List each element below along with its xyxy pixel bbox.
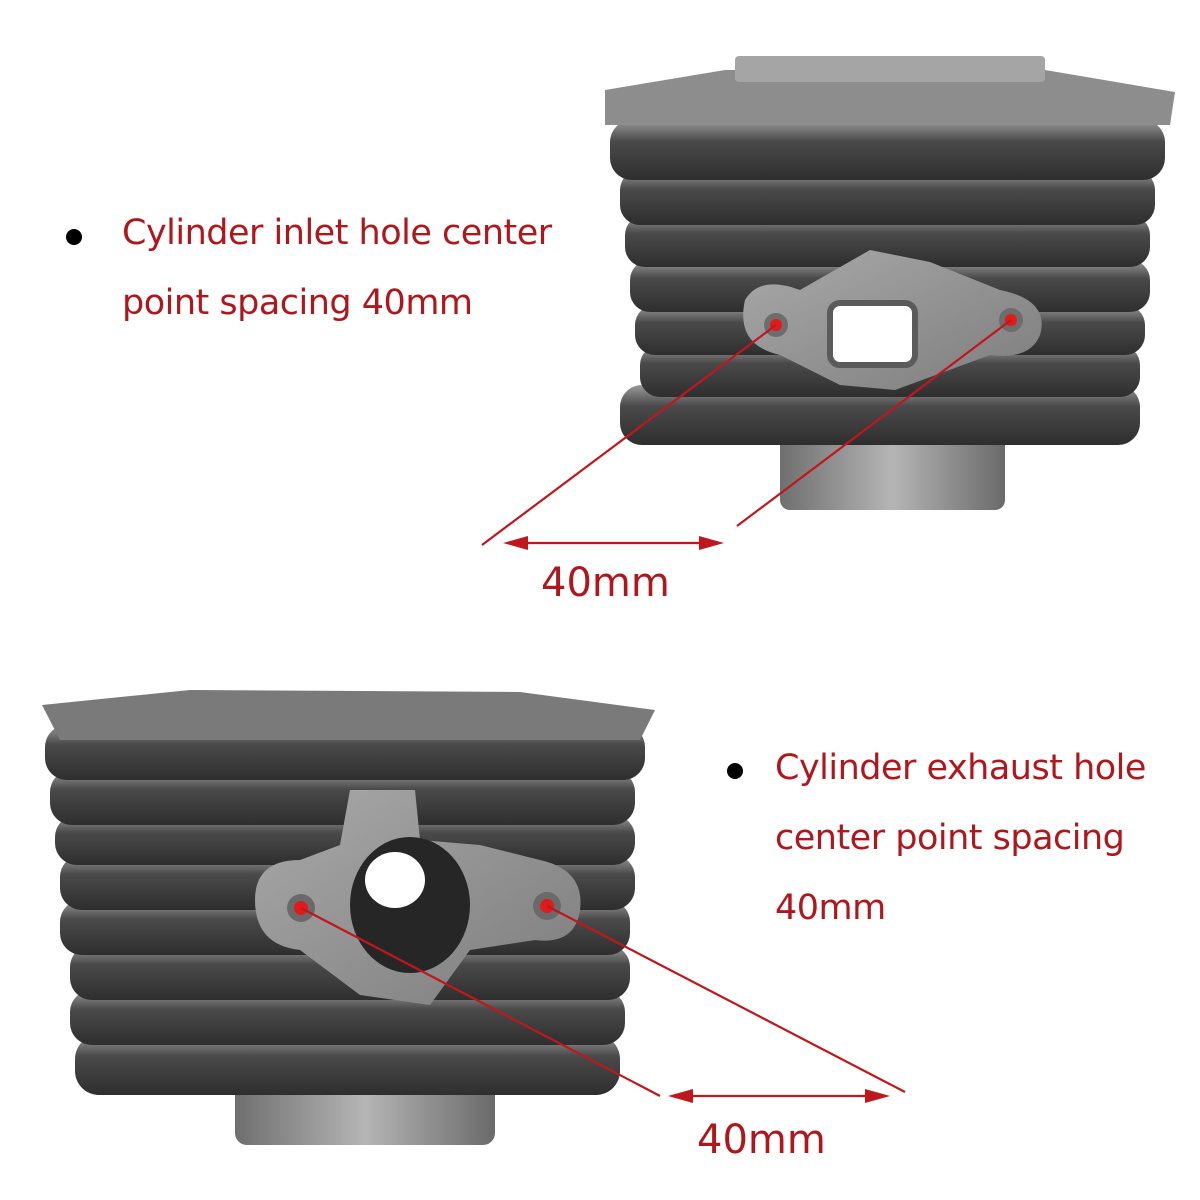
bottom-callout-line-2: center point spacing [775,818,1125,858]
bottom-extension-line-right [546,905,906,1093]
bottom-arrow-left [668,1089,693,1103]
bottom-arrow-right [865,1089,890,1103]
bottom-callout-line-3: 40mm [775,888,886,928]
top-arrow-right [699,536,724,550]
bottom-cylinder [42,690,655,1145]
top-cylinder [605,56,1175,510]
top-callout-line-2: point spacing 40mm [122,283,473,323]
top-dimension [481,319,1012,550]
bottom-extension-line-left [300,907,661,1097]
top-arrow-left [503,536,528,550]
bottom-callout-bullet [727,763,743,779]
top-dimension-label: 40mm [541,560,670,606]
bottom-dimension-label: 40mm [697,1117,826,1163]
bottom-callout-line-1: Cylinder exhaust hole [775,748,1146,788]
top-cylinder-base [780,430,1005,510]
top-extension-line-right [736,319,1012,527]
top-callout-line-1: Cylinder inlet hole center [122,213,552,253]
top-callout-text: Cylinder inlet hole center point spacing… [122,198,582,338]
top-callout-bullet [66,229,82,245]
bottom-callout-text: Cylinder exhaust hole center point spaci… [775,733,1175,943]
bottom-dimension [300,905,906,1103]
top-extension-line-left [481,324,777,546]
